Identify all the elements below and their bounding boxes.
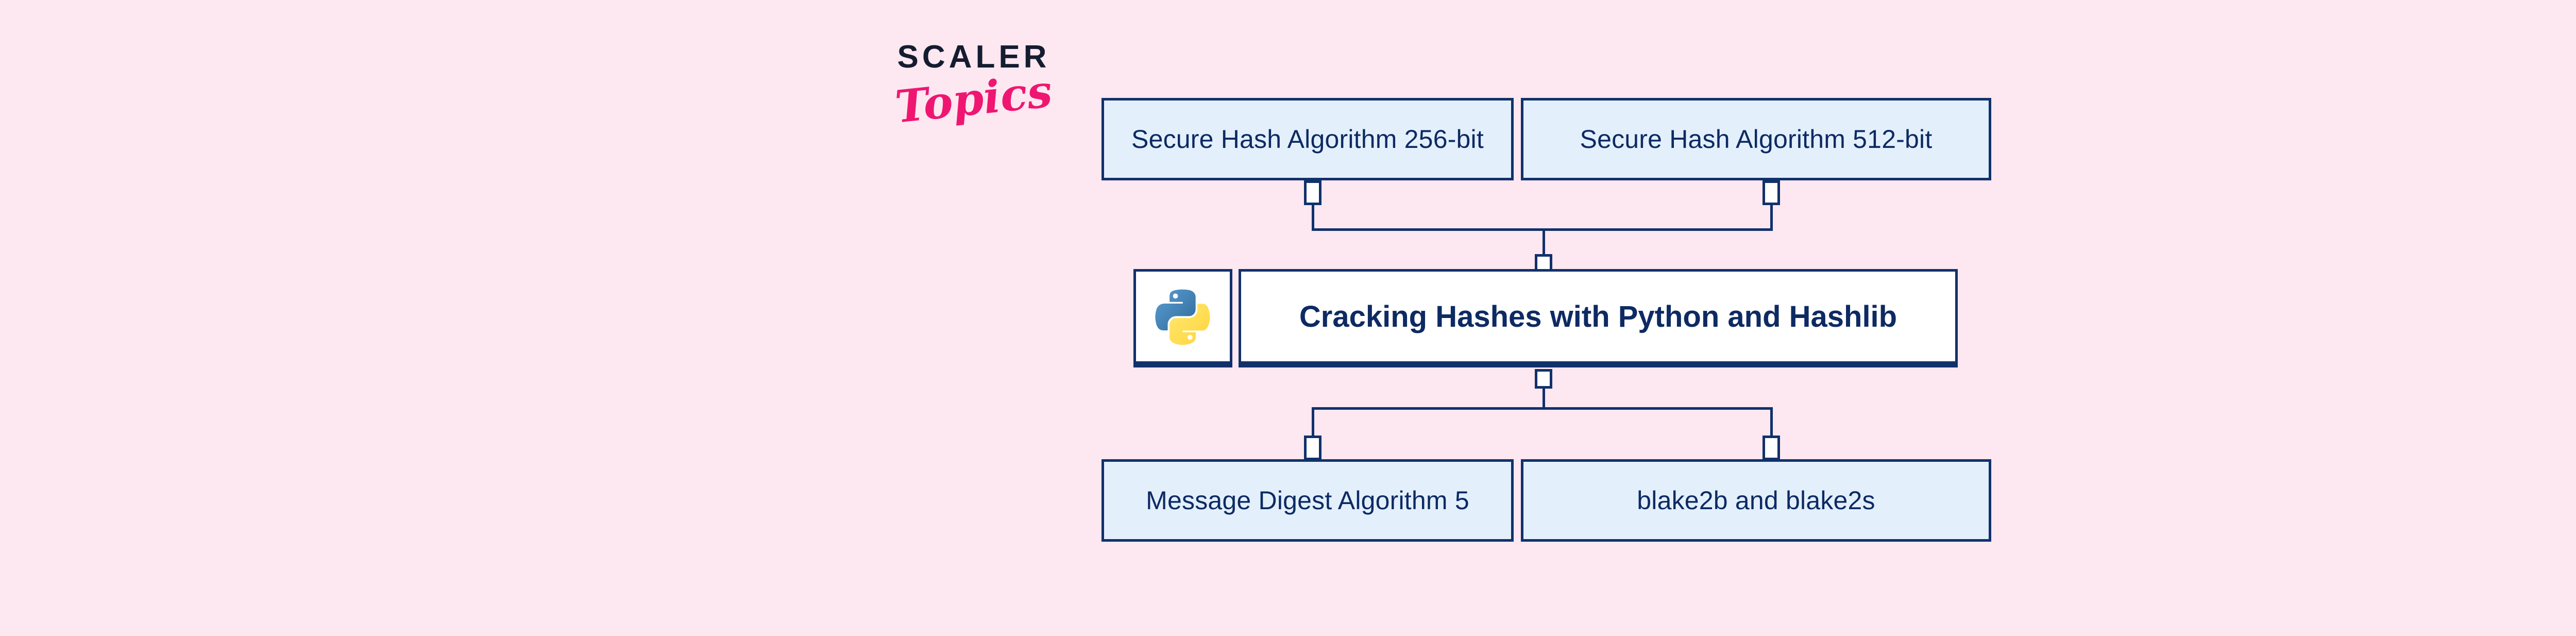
python-logo-icon xyxy=(1153,286,1213,347)
scaler-topics-logo: SCALER Topics xyxy=(891,41,1056,144)
connector-line-md5-drop xyxy=(1312,407,1314,437)
node-blake2[interactable]: blake2b and blake2s xyxy=(1521,459,1991,542)
connector-line-top-to-center xyxy=(1543,228,1545,257)
connector-line-blake2-drop xyxy=(1770,407,1773,437)
node-center-label: Cracking Hashes with Python and Hashlib xyxy=(1299,299,1897,333)
node-sha512[interactable]: Secure Hash Algorithm 512-bit xyxy=(1521,98,1991,180)
connector-line-sha512-drop xyxy=(1770,204,1773,230)
connector-stub-sha512 xyxy=(1762,180,1780,205)
node-sha512-label: Secure Hash Algorithm 512-bit xyxy=(1580,125,1933,154)
connector-stub-sha256 xyxy=(1304,180,1321,205)
node-sha256[interactable]: Secure Hash Algorithm 256-bit xyxy=(1101,98,1514,180)
connector-bus-top xyxy=(1312,228,1773,231)
node-blake2-label: blake2b and blake2s xyxy=(1637,486,1875,515)
node-center-topic[interactable]: Cracking Hashes with Python and Hashlib xyxy=(1239,269,1958,367)
connector-bus-bottom xyxy=(1312,407,1773,410)
python-logo-box[interactable] xyxy=(1133,269,1232,367)
connector-line-sha256-drop xyxy=(1312,204,1314,230)
connector-stub-md5 xyxy=(1304,436,1321,460)
connector-stub-blake2 xyxy=(1762,436,1780,460)
connector-line-center-to-bottom xyxy=(1543,387,1545,409)
node-sha256-label: Secure Hash Algorithm 256-bit xyxy=(1131,125,1484,154)
connector-stub-center-bottom xyxy=(1535,369,1552,389)
node-md5[interactable]: Message Digest Algorithm 5 xyxy=(1101,459,1514,542)
node-md5-label: Message Digest Algorithm 5 xyxy=(1146,486,1469,515)
logo-brand-text: SCALER xyxy=(897,39,1050,75)
